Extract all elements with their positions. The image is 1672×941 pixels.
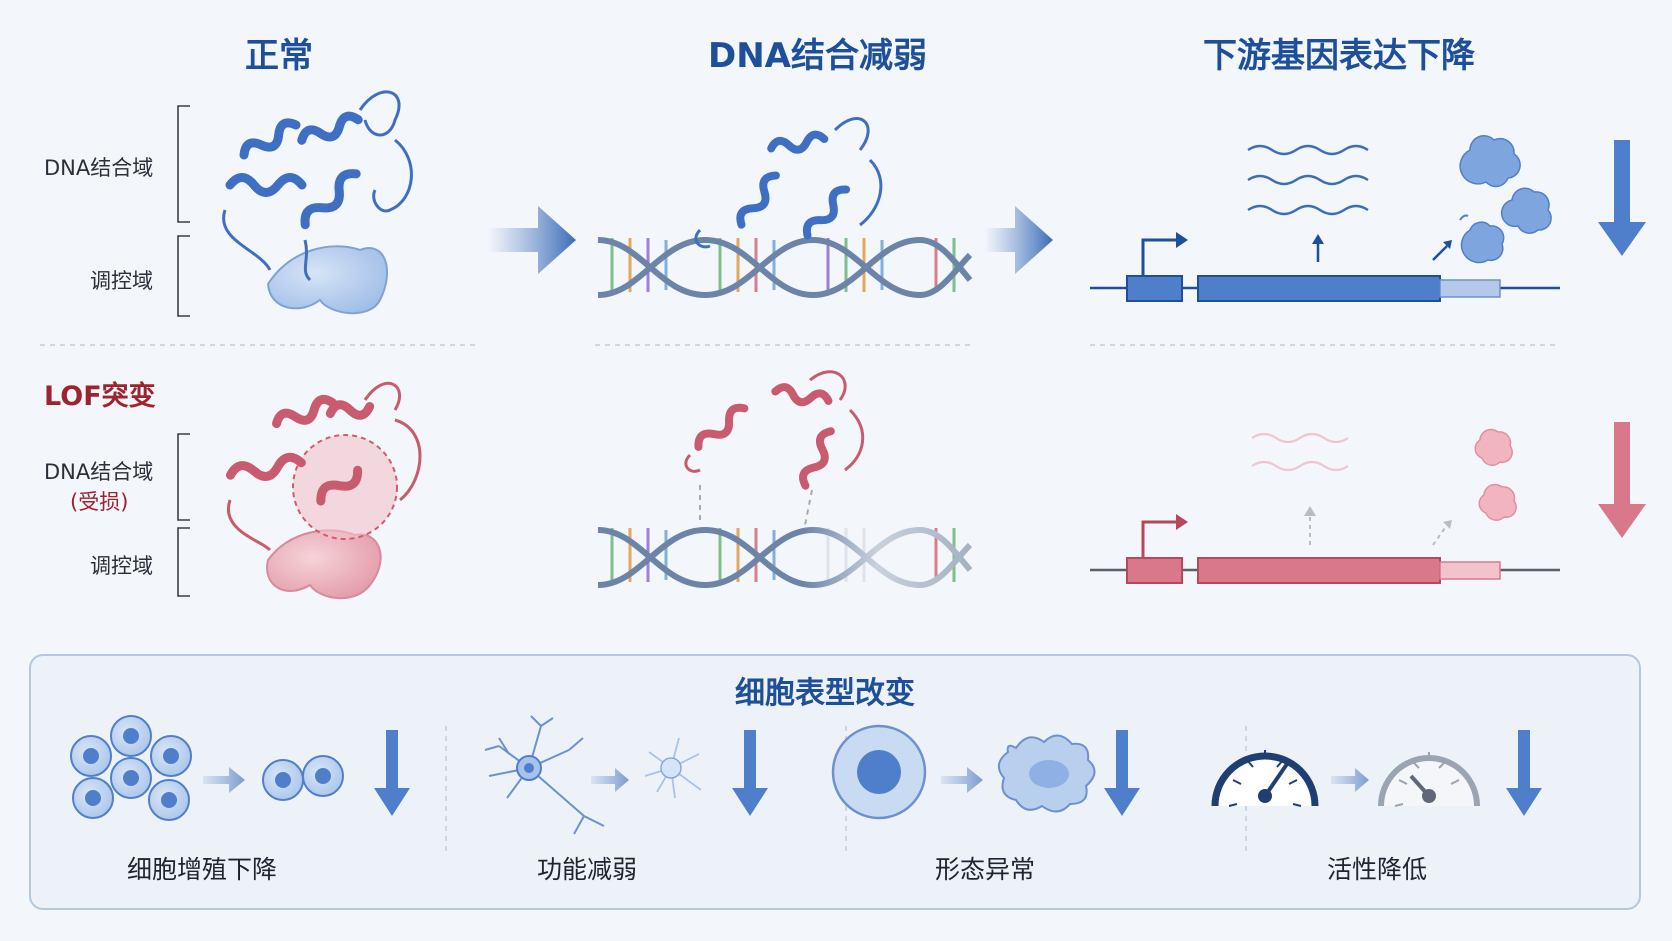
phenotype-panel: 细胞表型改变 <box>29 654 1641 910</box>
label-lof-dna-binding-domain: DNA结合域 <box>44 460 154 484</box>
label-regulatory-domain: 调控域 <box>90 269 153 293</box>
column-title-normal: 正常 <box>245 36 313 76</box>
dna-helix-mutant <box>597 526 973 589</box>
bound-protein-normal <box>694 117 883 249</box>
phenotype-label-morphology: 形态异常 <box>935 855 1036 884</box>
decrease-arrow-mutant <box>1598 422 1646 538</box>
row-title-lof: LOF突变 <box>44 381 156 412</box>
phenotype-label-proliferation: 细胞增殖下降 <box>127 855 278 884</box>
label-dna-binding-domain: DNA结合域 <box>44 156 154 180</box>
column-title-downstream: 下游基因表达下降 <box>1203 36 1475 76</box>
dna-helix-normal <box>597 236 973 299</box>
phenotype-title: 细胞表型改变 <box>735 676 915 711</box>
decrease-arrow-normal <box>1598 140 1646 256</box>
normal-protein <box>222 90 413 315</box>
phenotype-label-activity: 活性降低 <box>1327 855 1428 884</box>
column-title-weak-binding: DNA结合减弱 <box>708 36 927 76</box>
lof-protein <box>225 381 422 600</box>
domain-bracket <box>177 105 190 597</box>
phenotype-label-function: 功能减弱 <box>537 855 638 884</box>
phenotype-icons <box>70 715 1542 856</box>
cell-cluster-icon <box>70 715 410 821</box>
neuron-icon <box>484 715 768 835</box>
label-damaged: (受损) <box>70 490 129 514</box>
flow-arrow <box>985 206 1053 274</box>
unbound-protein-mutant <box>684 370 865 526</box>
gene-expression-mutant <box>1090 428 1560 584</box>
cell-shape-icon <box>831 724 1140 820</box>
flow-arrow <box>488 206 576 274</box>
gauge-icon <box>1211 730 1542 816</box>
gene-expression-normal <box>1090 135 1560 302</box>
label-lof-regulatory-domain: 调控域 <box>90 554 153 578</box>
